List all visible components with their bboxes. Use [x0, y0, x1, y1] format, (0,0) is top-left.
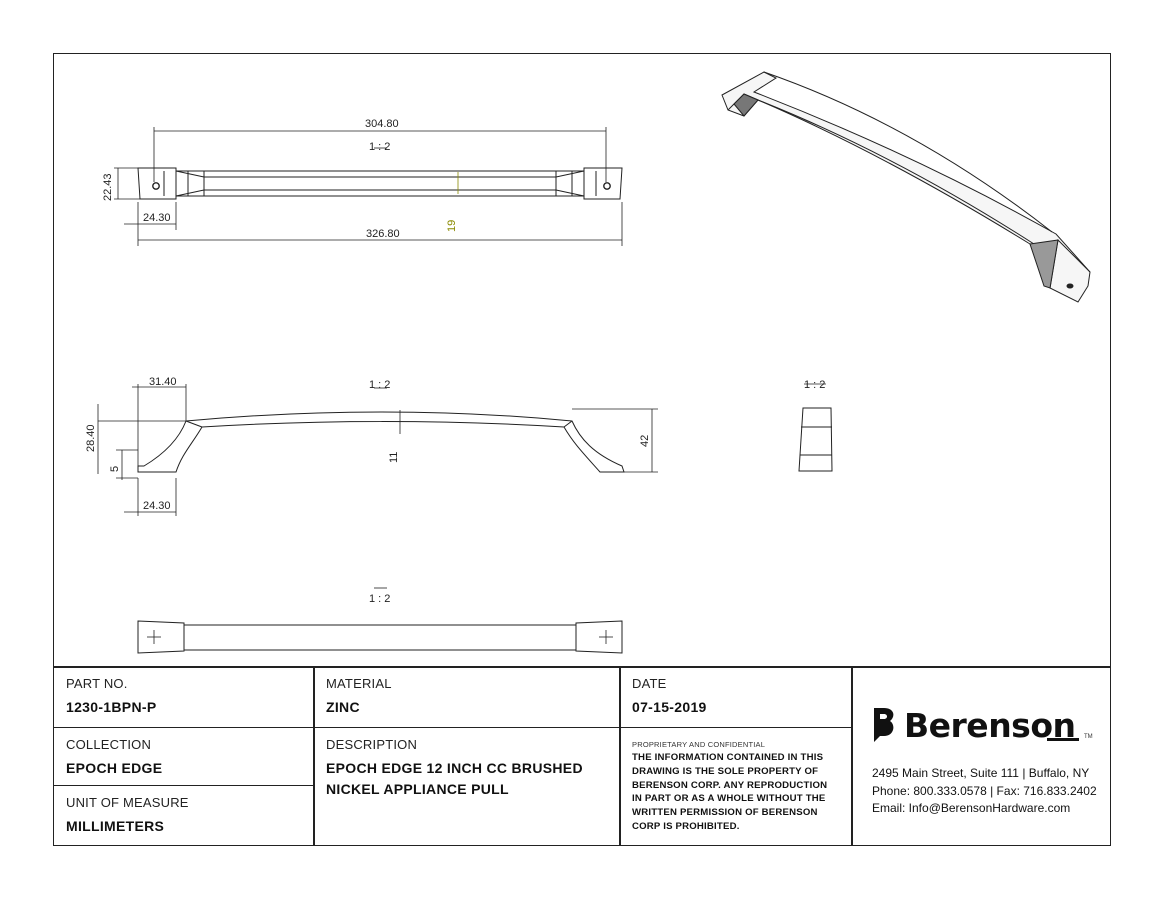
- notice-line: DRAWING IS THE SOLE PROPERTY OF: [632, 765, 819, 777]
- proprietary-notice: THE INFORMATION CONTAINED IN THIS DRAWIN…: [632, 751, 827, 834]
- notice-line: WRITTEN PERMISSION OF BERENSON: [632, 807, 818, 819]
- dim-overall-length: 326.80: [366, 228, 400, 240]
- dim-bar-thickness: 11: [388, 452, 400, 463]
- unit-label: UNIT OF MEASURE: [66, 795, 189, 810]
- company-phone: Phone: 800.333.0578 | Fax: 716.833.2402: [872, 783, 1097, 798]
- notice-line: BERENSON CORP. ANY REPRODUCTION: [632, 779, 828, 791]
- collection-value: EPOCH EDGE: [66, 760, 163, 776]
- unit-value: MILLIMETERS: [66, 818, 165, 834]
- scale-top-view: 1 : 2: [369, 141, 390, 153]
- dim-overall-cc: 304.80: [365, 118, 399, 130]
- isometric-view: [721, 71, 1091, 303]
- part-no-label: PART NO.: [66, 676, 128, 691]
- dim-end-length: 24.30: [143, 212, 171, 224]
- date-value: 07-15-2019: [632, 699, 707, 715]
- notice-line: THE INFORMATION CONTAINED IN THIS: [632, 752, 824, 763]
- bottom-view: [137, 587, 623, 654]
- scale-bottom-view: 1 : 2: [369, 593, 390, 605]
- dim-base-length: 24.30: [143, 500, 171, 512]
- collection-label: COLLECTION: [66, 737, 152, 752]
- technical-drawing: 304.80 1 : 2 326.80 24.30 22.43 19 31.40…: [85, 71, 1091, 654]
- company-address: 2495 Main Street, Suite 111 | Buffalo, N…: [872, 766, 1090, 780]
- dim-bar-width: 19: [446, 220, 458, 232]
- proprietary-heading: PROPRIETARY AND CONFIDENTIAL: [632, 740, 766, 749]
- end-view: [798, 383, 833, 472]
- dim-base-height: 5: [109, 466, 121, 472]
- dim-overall-height: 42: [639, 435, 651, 447]
- description-label: DESCRIPTION: [326, 737, 418, 752]
- top-view: [137, 167, 623, 200]
- scale-end-view: 1 : 2: [804, 379, 825, 391]
- part-no-value: 1230-1BPN-P: [66, 699, 157, 715]
- company-contact: 2495 Main Street, Suite 111 | Buffalo, N…: [872, 765, 1097, 818]
- drawing-sheet: 304.80 1 : 2 326.80 24.30 22.43 19 31.40…: [53, 53, 1111, 846]
- material-label: MATERIAL: [326, 676, 392, 691]
- company-underline: [1047, 738, 1079, 741]
- description-line1: EPOCH EDGE 12 INCH CC BRUSHED: [326, 760, 583, 776]
- notice-line: CORP IS PROHIBITED.: [632, 820, 740, 832]
- side-view: [137, 411, 625, 473]
- berenson-logo-mark-icon: [874, 708, 894, 742]
- berenson-logo: Berenson TM: [872, 704, 1102, 748]
- notice-line: IN PART OR AS A WHOLE WITHOUT THE: [632, 793, 826, 805]
- dim-end-width: 22.43: [102, 173, 114, 201]
- description-line2: NICKEL APPLIANCE PULL: [326, 781, 509, 797]
- trademark: TM: [1084, 734, 1093, 740]
- date-label: DATE: [632, 676, 667, 691]
- company-email: Email: Info@BerensonHardware.com: [872, 801, 1071, 815]
- scale-side-view: 1 : 2: [369, 379, 390, 391]
- dim-foot-length: 31.40: [149, 376, 177, 388]
- material-value: ZINC: [326, 699, 360, 715]
- dim-height-to-top: 28.40: [85, 424, 97, 452]
